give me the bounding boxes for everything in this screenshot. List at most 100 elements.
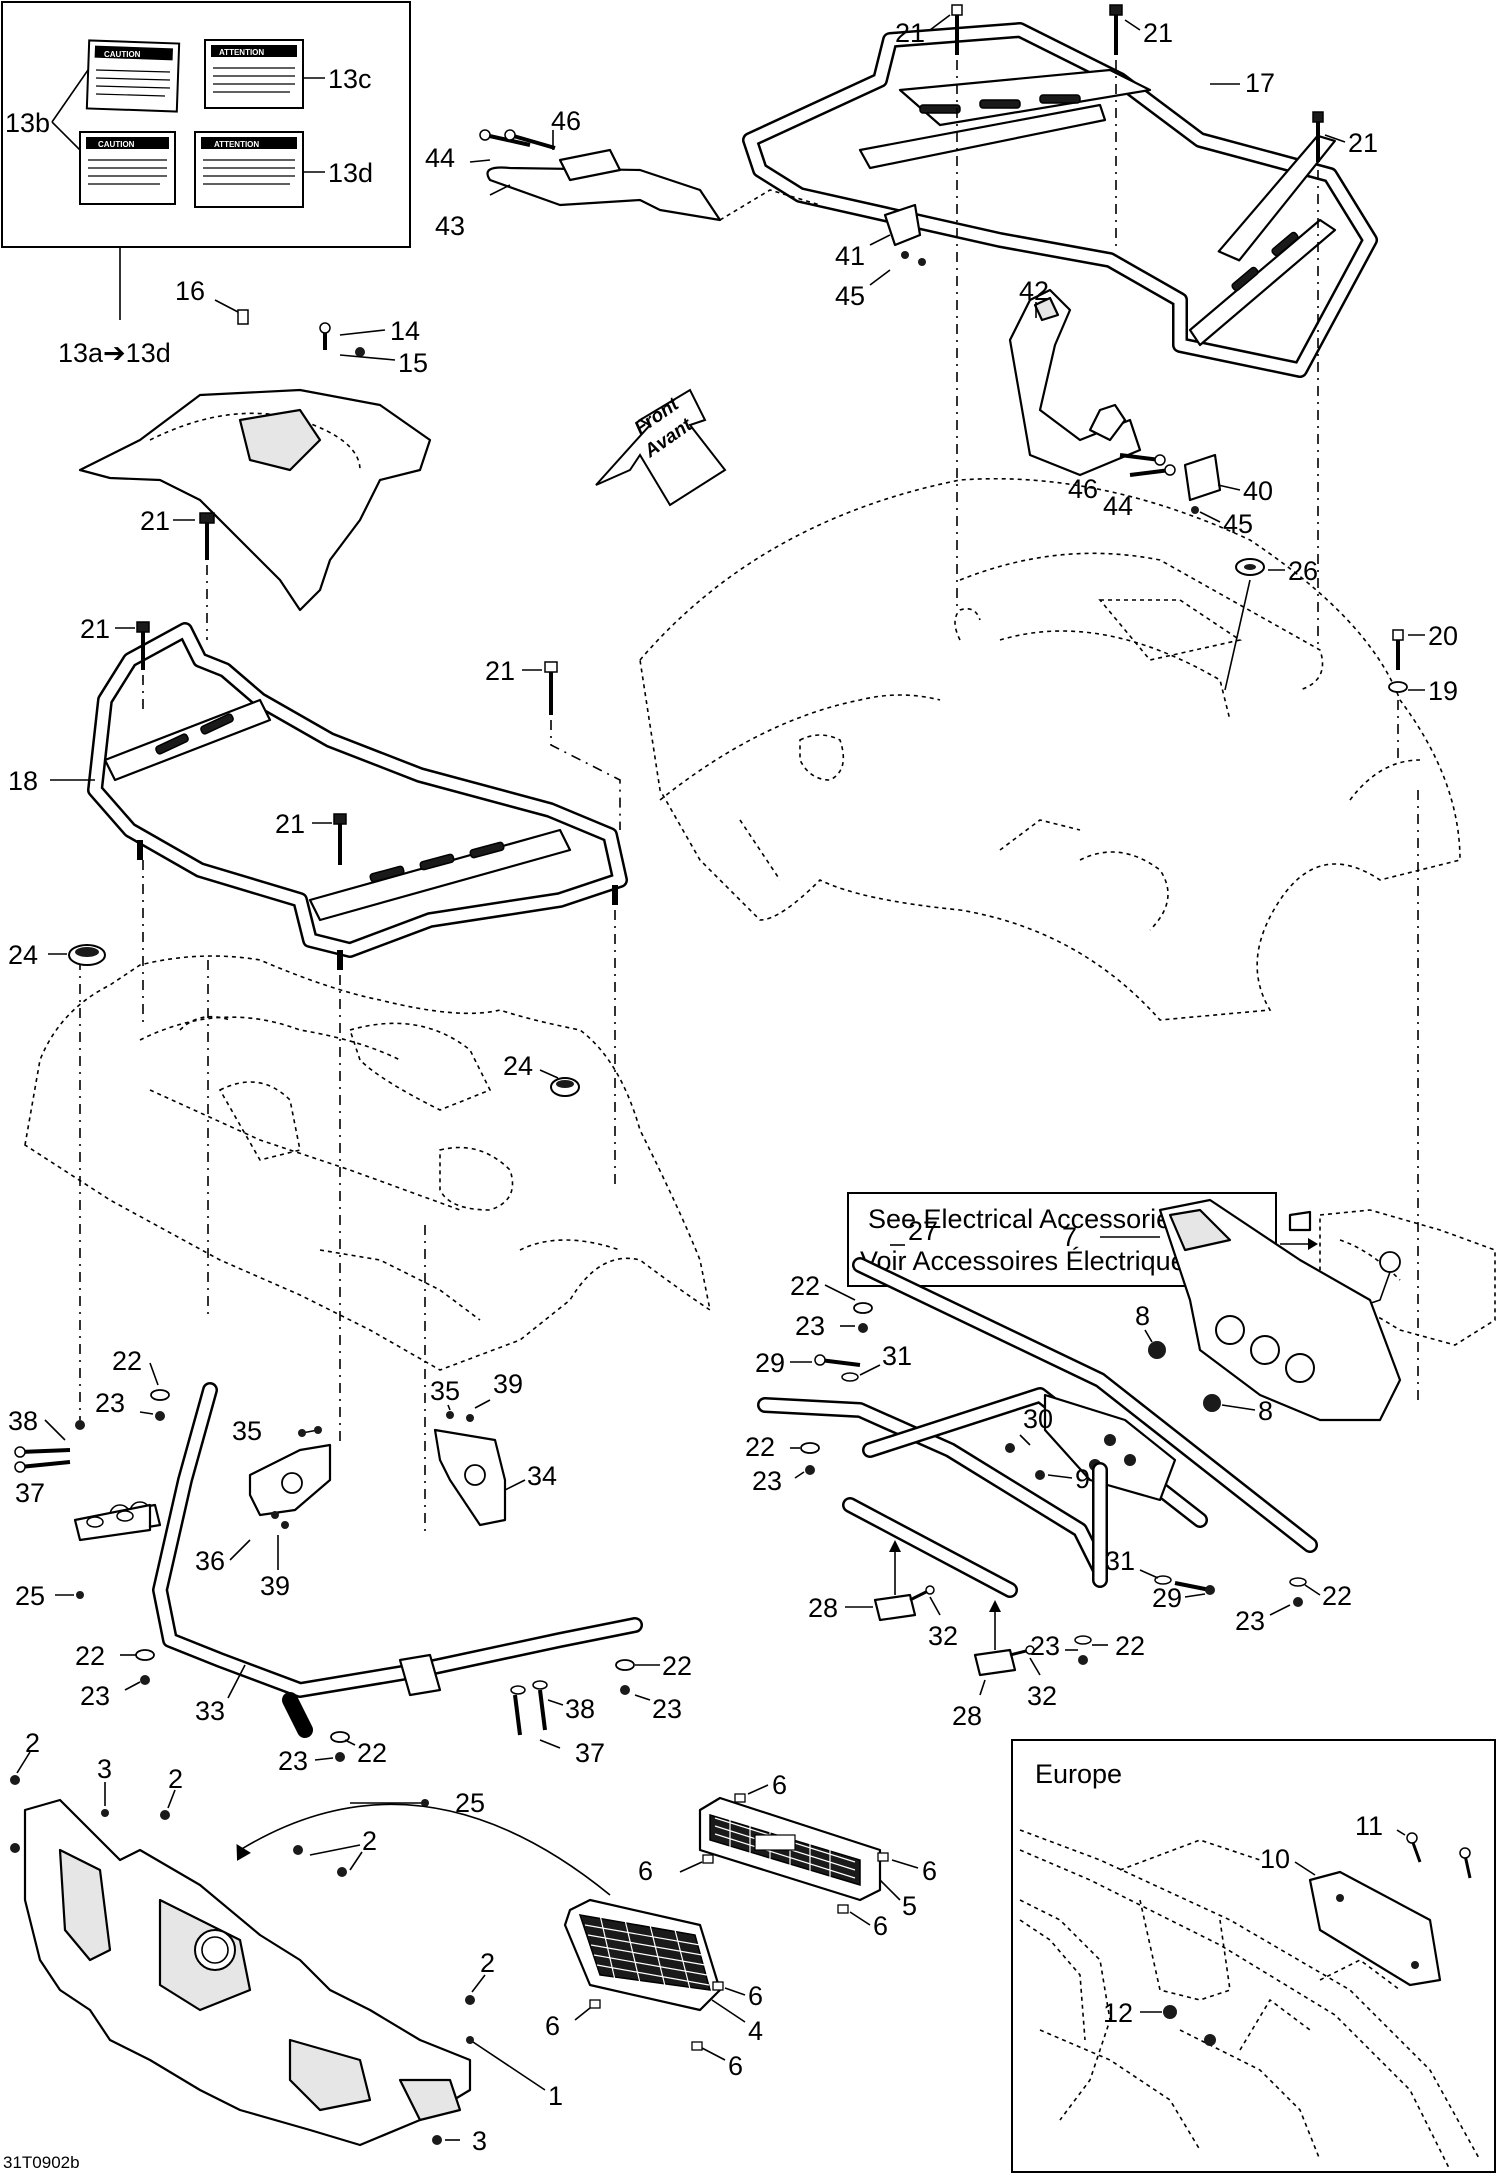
- callout-8-b: 8: [1258, 1396, 1273, 1426]
- front-fender: [24, 955, 712, 1371]
- bolt-20: [1392, 629, 1404, 670]
- callout-43: 43: [435, 211, 465, 241]
- bolt-21-top-c: [1312, 111, 1324, 162]
- callout-44-b: 44: [1103, 491, 1133, 521]
- callout-6-d: 6: [873, 1911, 888, 1941]
- callout-7: 7: [1062, 1222, 1077, 1252]
- callout-5: 5: [902, 1891, 917, 1921]
- decal-caution-top: CAUTION: [85, 39, 181, 113]
- bracket-34: [433, 1411, 507, 1527]
- callout-23-d: 23: [1030, 1631, 1060, 1661]
- callout-28-a: 28: [808, 1593, 838, 1623]
- front-rack: [87, 622, 628, 970]
- callout-6-g: 6: [728, 2051, 743, 2081]
- callout-37-a: 37: [15, 1478, 45, 1508]
- callout-37-b: 37: [575, 1738, 605, 1768]
- callout-13b: 13b: [5, 108, 50, 138]
- callout-22-f: 22: [75, 1641, 105, 1671]
- grommet-24-b: [550, 1077, 580, 1097]
- callout-38-b: 38: [565, 1694, 595, 1724]
- callout-33: 33: [195, 1696, 225, 1726]
- callout-22-c: 22: [1322, 1581, 1352, 1611]
- callout-22-g: 22: [662, 1651, 692, 1681]
- callout-6-b: 6: [638, 1856, 653, 1886]
- grommet-8-b: [1203, 1394, 1221, 1412]
- callout-21-a: 21: [895, 18, 925, 48]
- rear-fender: [639, 477, 1461, 1021]
- handle-43: [486, 148, 821, 222]
- decal-attention-top: ATTENTION: [204, 39, 304, 109]
- callout-40: 40: [1243, 476, 1273, 506]
- callout-26: 26: [1288, 556, 1318, 586]
- callout-2-a: 2: [25, 1728, 40, 1758]
- bracket-41: [883, 203, 926, 266]
- decal-attention-bottom: ATTENTION: [194, 131, 304, 208]
- callout-16: 16: [175, 276, 205, 306]
- callout-23-c: 23: [1235, 1606, 1265, 1636]
- callout-13a-13d: 13a➔13d: [58, 338, 171, 368]
- rear-frame: [757, 1257, 1318, 1598]
- grille-clips: [589, 1793, 889, 2051]
- callout-15: 15: [398, 348, 428, 378]
- callout-1: 1: [548, 2081, 563, 2111]
- reference-note-line2: Voir Accessoires Électriques 1: [860, 1246, 1222, 1276]
- callout-13c: 13c: [328, 64, 372, 94]
- decal-caution-bottom: CAUTION: [79, 131, 176, 205]
- callout-3-a: 3: [97, 1754, 112, 1784]
- bolt-21-d: [199, 512, 215, 560]
- front-fascia: [23, 1798, 611, 2147]
- callout-23-g: 23: [652, 1694, 682, 1724]
- bolt-21-g: [544, 661, 558, 715]
- callout-13d: 13d: [328, 158, 373, 188]
- callout-35-b: 35: [430, 1376, 460, 1406]
- bracket-36: [248, 1443, 332, 1529]
- washer-19: [1388, 681, 1408, 693]
- screw-44-a: [479, 129, 556, 150]
- callout-45-a: 45: [835, 281, 865, 311]
- callout-46-b: 46: [1068, 474, 1098, 504]
- clamp-28-b: [973, 1600, 1035, 1677]
- decal-attention-top-header: ATTENTION: [219, 48, 264, 57]
- callout-23-e: 23: [95, 1388, 125, 1418]
- front-arrow: Front Avant: [595, 388, 727, 507]
- callout-21-g: 21: [485, 656, 515, 686]
- callout-4: 4: [748, 2016, 763, 2046]
- grommet-8-a: [1148, 1341, 1166, 1359]
- grille-4: [563, 1898, 722, 2012]
- callout-31-a: 31: [882, 1341, 912, 1371]
- drawing-code: 31T0902b: [3, 2153, 80, 2172]
- callout-6-e: 6: [748, 1981, 763, 2011]
- grommet-24-a: [68, 944, 106, 966]
- rear-rack: [742, 22, 1378, 378]
- rivet-16: [237, 309, 249, 325]
- bracket-40: [1183, 453, 1222, 514]
- callout-6-c: 6: [922, 1856, 937, 1886]
- callout-29-b: 29: [1152, 1583, 1182, 1613]
- callout-28-b: 28: [952, 1701, 982, 1731]
- screw-44-b: [1119, 453, 1176, 477]
- europe-plate-bracket: [1163, 1832, 1472, 2046]
- callout-46-a: 46: [551, 106, 581, 136]
- callout-2-b: 2: [168, 1764, 183, 1794]
- callout-17: 17: [1245, 68, 1275, 98]
- bolt-21-top-a: [951, 4, 963, 55]
- callout-3-b: 3: [472, 2126, 487, 2156]
- reference-note-line1: See Electrical Accessories 1/: [868, 1204, 1215, 1234]
- clamp-28-a: [873, 1540, 935, 1622]
- callout-41: 41: [835, 241, 865, 271]
- callout-32-b: 32: [1027, 1681, 1057, 1711]
- callout-21-d: 21: [140, 506, 170, 536]
- callout-31-b: 31: [1105, 1546, 1135, 1576]
- grommet-26: [1224, 558, 1265, 691]
- callout-10: 10: [1260, 1844, 1290, 1874]
- callout-25-a: 25: [15, 1581, 45, 1611]
- callout-35-a: 35: [232, 1416, 262, 1446]
- callout-32-a: 32: [928, 1621, 958, 1651]
- callout-19: 19: [1428, 676, 1458, 706]
- callout-23-f: 23: [80, 1681, 110, 1711]
- callout-22-h: 22: [357, 1738, 387, 1768]
- callout-34: 34: [527, 1461, 557, 1491]
- callout-8-a: 8: [1135, 1301, 1150, 1331]
- callout-29-a: 29: [755, 1348, 785, 1378]
- decal-caution-top-header: CAUTION: [104, 50, 141, 59]
